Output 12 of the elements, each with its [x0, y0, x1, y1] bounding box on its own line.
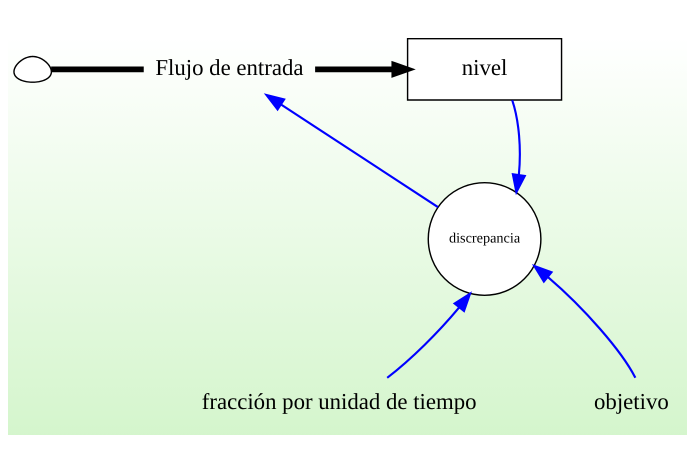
arrow [264, 93, 438, 208]
node-text: fracción por unidad de tiempo [202, 389, 477, 414]
arrow [532, 264, 636, 378]
connector [51, 66, 144, 72]
arrow [315, 60, 416, 78]
node-cloud [13, 56, 52, 83]
node-text: Flujo de entrada [155, 54, 304, 80]
arrow [386, 291, 472, 379]
node-circle: discrepancia [428, 182, 542, 296]
node-box: nivel [406, 38, 562, 101]
node-text: objetivo [594, 389, 669, 414]
arrow [511, 100, 526, 196]
